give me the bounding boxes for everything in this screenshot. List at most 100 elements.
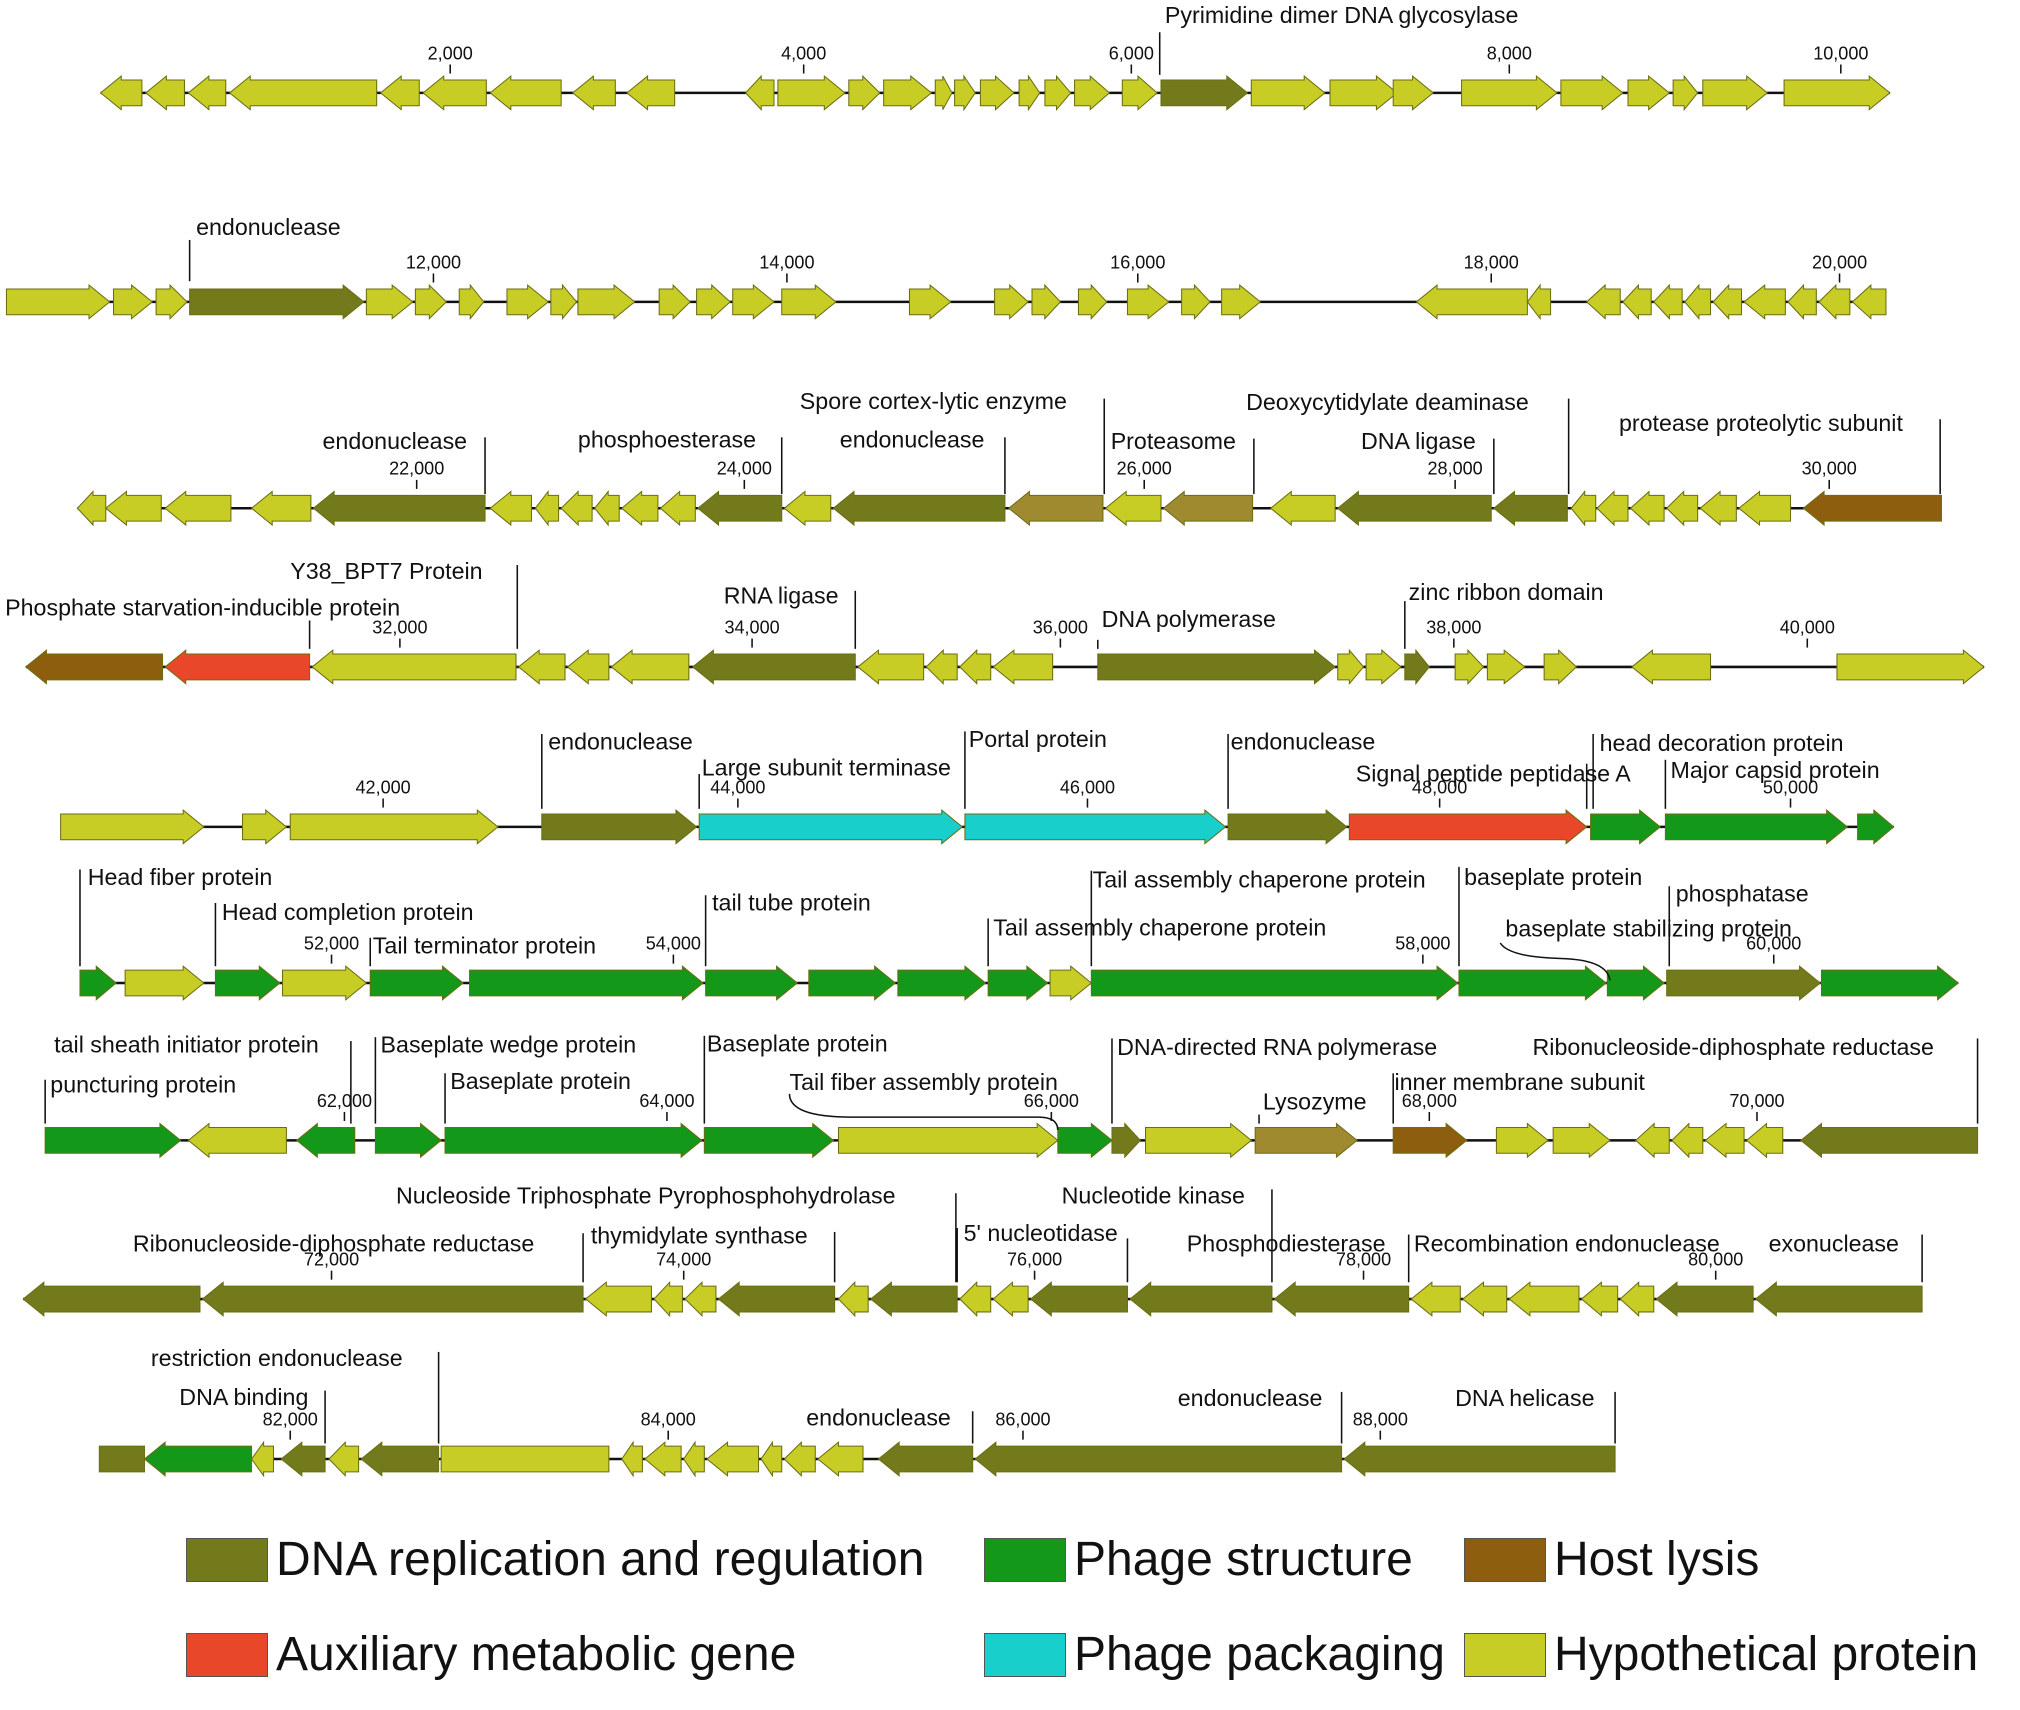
gene-arrow-lysis — [1802, 490, 1942, 527]
gene-arrow-hyp — [1221, 284, 1262, 320]
coordinate-tick-label: 20,000 — [1812, 252, 1867, 272]
gene-arrow-hyp — [1665, 490, 1699, 527]
gene-arrow-hyp — [99, 75, 143, 111]
coordinate-tick-label: 80,000 — [1688, 1249, 1743, 1269]
gene-arrow-hyp — [144, 75, 185, 111]
gene-arrow-hyp — [594, 490, 620, 527]
gene-label: DNA ligase — [1361, 428, 1476, 454]
coordinate-tick-label: 22,000 — [389, 459, 444, 479]
gene-label: DNA helicase — [1455, 1385, 1594, 1411]
gene-arrow-struct — [1820, 965, 1960, 1001]
legend-item-struct: Phage structure — [984, 1530, 1413, 1590]
legend-swatch — [984, 1633, 1066, 1677]
coordinate-tick-label: 32,000 — [372, 617, 427, 637]
gene-arrow-hyp — [1121, 74, 1158, 111]
coordinate-tick-label: 30,000 — [1802, 459, 1857, 479]
gene-label: Tail assembly chaperone protein — [993, 914, 1326, 940]
gene-arrow-hyp — [1250, 75, 1326, 111]
legend-swatch — [984, 1538, 1066, 1582]
gene-label: inner membrane subunit — [1394, 1069, 1645, 1095]
gene-arrow-hyp — [837, 1122, 1059, 1159]
gene-label: baseplate protein — [1464, 864, 1642, 890]
gene-arrow-struct — [808, 965, 897, 1001]
gene-arrow-hyp — [653, 1280, 683, 1318]
gene-arrow-dna — [1160, 75, 1249, 111]
gene-arrow-hyp — [250, 490, 312, 527]
gene-arrow-hyp — [659, 490, 696, 527]
gene-arrow-hyp — [1619, 1281, 1655, 1317]
gene-label: endonuclease — [196, 214, 341, 240]
gene-arrow-hyp — [281, 965, 368, 1001]
gene-arrow-struct — [897, 965, 987, 1001]
gene-arrow-struct — [295, 1122, 356, 1159]
gene-label: Head fiber protein — [88, 864, 273, 890]
gene-arrow-hyp — [1526, 283, 1552, 321]
coordinate-tick-label: 14,000 — [759, 252, 814, 272]
gene-arrow-hyp — [1126, 284, 1170, 320]
coordinate-tick-label: 44,000 — [710, 777, 765, 797]
gene-arrow-hyp — [626, 75, 676, 111]
gene-arrow-struct — [1606, 965, 1665, 1001]
gene-arrow-hyp — [1461, 75, 1558, 111]
legend-item-aux: Auxiliary metabolic gene — [186, 1625, 796, 1685]
gene-arrow-dna — [98, 1445, 145, 1473]
gene-arrow-hyp — [1585, 283, 1621, 320]
gene-label: Nucleoside Triphosphate Pyrophosphohydro… — [396, 1183, 896, 1209]
coordinate-tick-label: 52,000 — [304, 933, 359, 953]
gene-arrow-hyp — [1671, 1122, 1704, 1159]
gene-label: Major capsid protein — [1671, 757, 1880, 783]
gene-arrow-hyp — [1743, 284, 1786, 320]
gene-arrow-hyp — [328, 1440, 360, 1478]
gene-arrow-hyp — [1031, 283, 1062, 320]
coordinate-tick-label: 88,000 — [1353, 1409, 1408, 1429]
gene-arrow-hyp — [644, 1441, 682, 1477]
gene-arrow-hyp — [706, 1441, 760, 1477]
gene-arrow-hyp — [959, 1281, 992, 1318]
gene-label: exonuclease — [1769, 1230, 1899, 1256]
legend-swatch — [186, 1538, 268, 1582]
gene-arrow-struct — [1458, 965, 1607, 1001]
gene-arrow-hyp — [1543, 648, 1578, 685]
gene-arrow-hyp — [992, 649, 1054, 685]
gene-label: Baseplate wedge protein — [381, 1032, 637, 1058]
gene-arrow-hyp — [1704, 1122, 1745, 1159]
gene-label: baseplate stabilizing protein — [1505, 916, 1792, 942]
gene-arrow-hyp — [925, 648, 958, 685]
gene-arrow-struct — [374, 1122, 442, 1159]
gene-label: phosphoesterase — [578, 427, 756, 453]
coordinate-tick-label: 34,000 — [724, 617, 779, 637]
gene-arrow-hyp — [954, 74, 976, 112]
gene-arrow-hyp — [1787, 283, 1817, 320]
coordinate-tick-label: 48,000 — [1412, 777, 1467, 797]
gene-arrow-dna — [697, 490, 783, 527]
gene-arrow-hyp — [489, 75, 562, 111]
coordinate-tick-label: 64,000 — [639, 1091, 694, 1111]
gene-arrow-struct — [369, 965, 464, 1001]
gene-arrow-struct — [1090, 965, 1459, 1001]
coordinate-tick-label: 54,000 — [646, 933, 701, 953]
gene-label: Nucleotide kinase — [1062, 1183, 1245, 1209]
gene-arrow-hyp — [1329, 75, 1398, 111]
gene-arrow-hyp — [1337, 648, 1365, 686]
gene-label-leader — [1499, 942, 1611, 981]
gene-arrow-hyp — [1104, 490, 1162, 527]
gene-arrow-hyp — [1745, 1122, 1784, 1159]
gene-arrow-hyp — [1044, 74, 1072, 112]
gene-label: Signal peptide peptidase A — [1356, 761, 1631, 787]
gene-label: zinc ribbon domain — [1409, 579, 1604, 605]
gene-arrow-hyp — [908, 284, 952, 320]
gene-arrow-hyp — [1392, 75, 1435, 111]
gene-arrow-hyp — [781, 284, 837, 320]
gene-label: Head completion protein — [222, 899, 474, 925]
gene-arrow-aux — [164, 649, 311, 685]
gene-arrow-hyp — [311, 649, 517, 685]
gene-arrow-dna — [1800, 1122, 1979, 1159]
gene-label: RNA ligase — [724, 583, 839, 609]
gene-arrow-hyp — [104, 490, 162, 527]
gene-arrow-hyp — [113, 284, 154, 320]
coordinate-tick-label: 74,000 — [656, 1249, 711, 1269]
gene-arrow-hyp — [1738, 490, 1792, 527]
legend-item-dna: DNA replication and regulation — [186, 1530, 924, 1590]
coordinate-tick-label: 40,000 — [1780, 617, 1835, 637]
